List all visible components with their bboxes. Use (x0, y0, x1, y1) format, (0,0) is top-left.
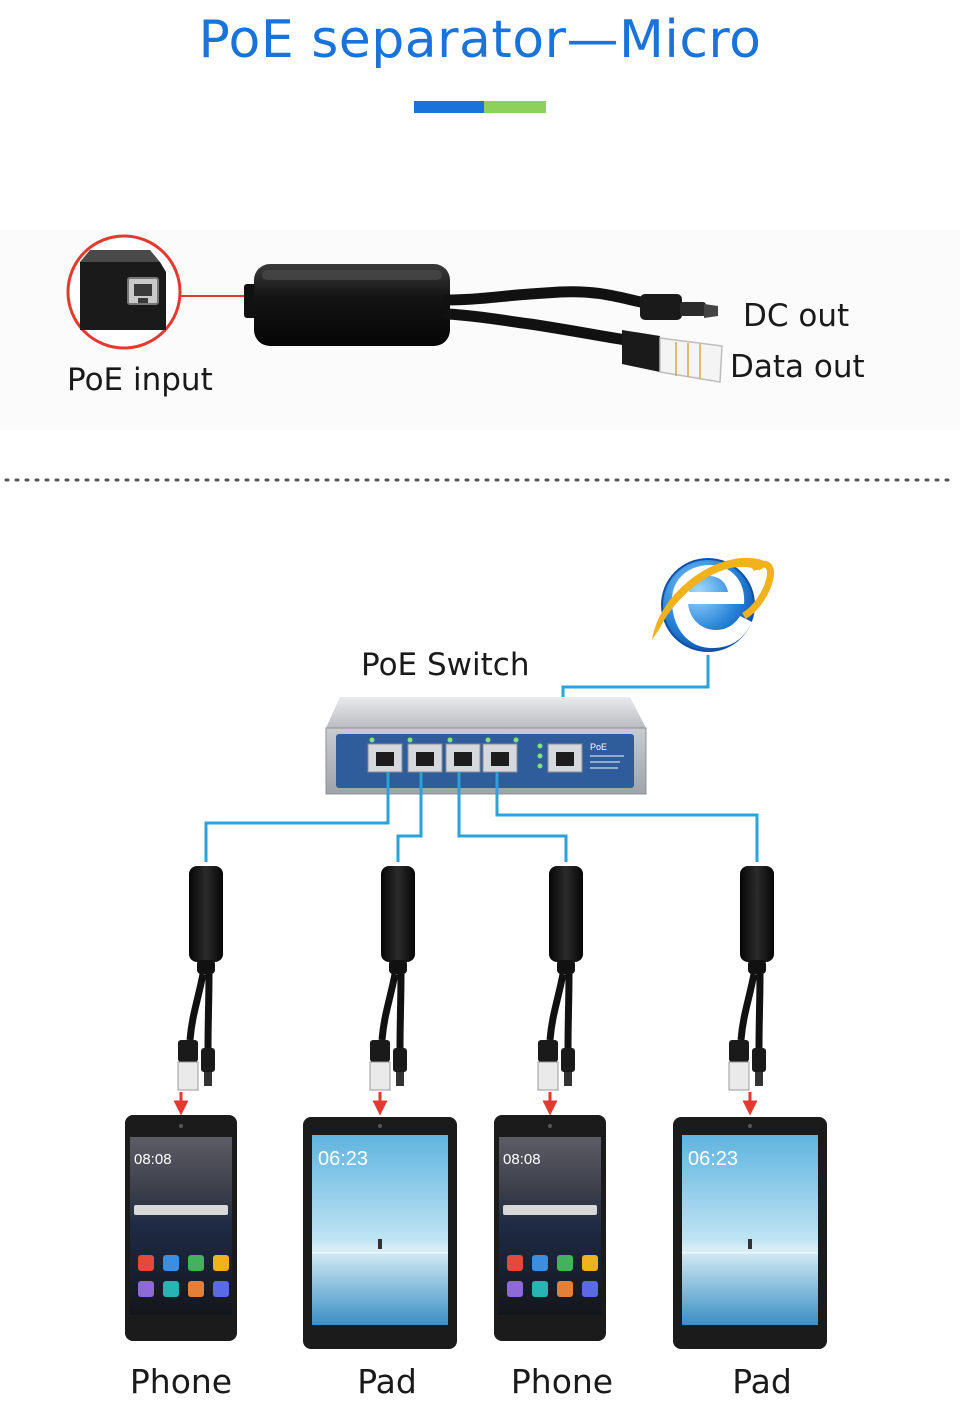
poe-splitter (537, 866, 583, 1091)
dc-out-label: DC out (743, 298, 850, 334)
phone-clock: 08:08 (134, 1151, 172, 1168)
micro-usb-plug-icon (561, 1048, 575, 1086)
switch-ports (367, 743, 583, 773)
devices-group: 08:08 06:23 08:08 06:23 (125, 1115, 827, 1349)
poe-splitter (728, 866, 774, 1091)
ethernet-cables (204, 772, 759, 862)
tablet-device: 06:23 (673, 1117, 827, 1349)
poe-splitter-product (244, 264, 723, 383)
switch-leds (369, 737, 543, 769)
tablet-clock: 06:23 (688, 1148, 738, 1170)
device-label: Pad (357, 1362, 417, 1401)
tablet-clock: 06:23 (318, 1148, 368, 1170)
micro-usb-plug-icon (752, 1048, 766, 1086)
poe-input-label: PoE input (67, 362, 213, 398)
poe-splitter (369, 866, 415, 1091)
data-out-label: Data out (730, 349, 865, 385)
micro-usb-plug-icon (201, 1048, 215, 1086)
tablet-device: 06:23 (303, 1117, 457, 1349)
phone-device: 08:08 (125, 1115, 237, 1341)
rj45-plug-icon (728, 1040, 750, 1091)
phone-clock: 08:08 (503, 1151, 541, 1168)
device-label: Pad (732, 1362, 792, 1401)
rj45-plug-icon (537, 1040, 559, 1091)
poe-switch: PoE (325, 697, 647, 795)
poe-splitter (177, 866, 223, 1091)
device-label: Phone (129, 1362, 233, 1401)
switch-faceplate-text: PoE (590, 742, 607, 752)
poe-input-callout (66, 234, 262, 350)
page-title: PoE separator—Micro (198, 10, 762, 70)
rj45-plug-icon (177, 1040, 199, 1091)
rj45-plug-icon (622, 330, 723, 383)
micro-usb-plug-icon (393, 1048, 407, 1086)
browser-e-icon (652, 557, 774, 652)
device-label: Phone (510, 1362, 614, 1401)
splitters-group (173, 866, 774, 1116)
rj45-plug-icon (369, 1040, 391, 1091)
poe-switch-label: PoE Switch (361, 647, 530, 683)
title-underline-green (484, 101, 546, 113)
phone-device: 08:08 (494, 1115, 606, 1341)
rj45-port-closeup-icon (80, 250, 166, 330)
micro-usb-plug-icon (640, 294, 718, 320)
title-underline-blue (414, 101, 484, 113)
